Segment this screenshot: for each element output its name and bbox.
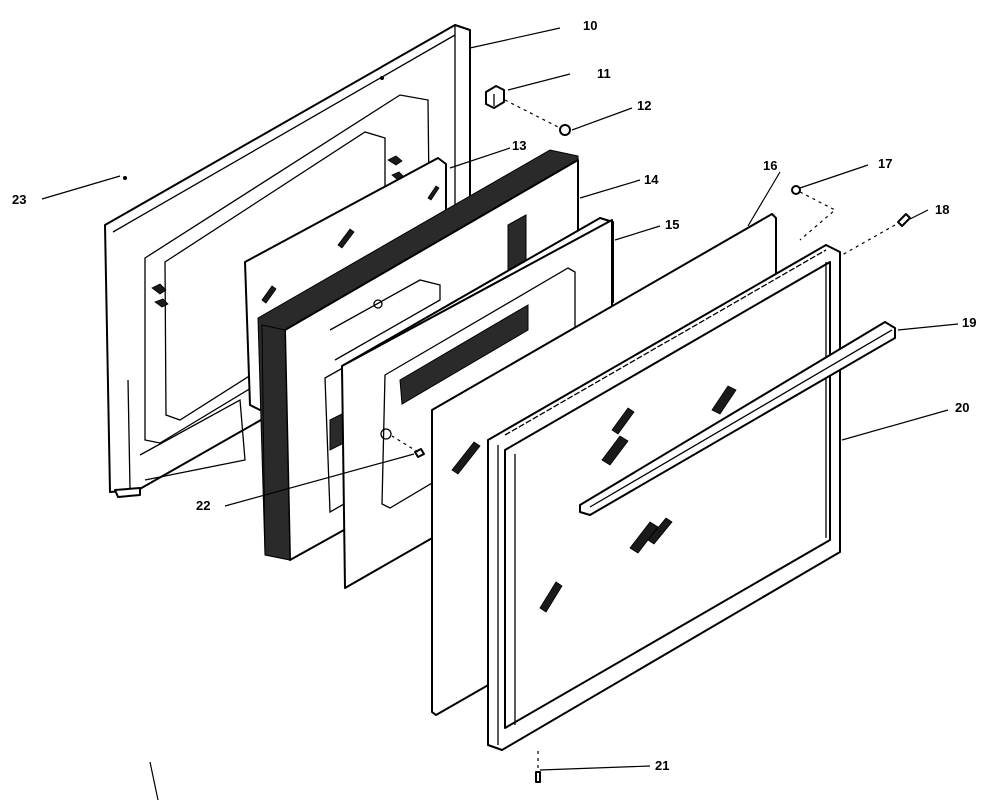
callout-14: 14 <box>644 172 659 187</box>
callout-19: 19 <box>962 315 976 330</box>
outer-door-frame <box>487 244 841 751</box>
screw-18 <box>841 213 911 256</box>
door-handle <box>579 321 896 516</box>
callout-16: 16 <box>763 158 777 173</box>
callout-18: 18 <box>935 202 949 217</box>
vent-slots <box>504 249 827 436</box>
callout-labels: 10 11 12 13 14 15 16 17 18 19 20 21 22 2… <box>12 18 976 773</box>
callout-10: 10 <box>583 18 597 33</box>
screw-21 <box>535 748 541 783</box>
hinge-clip <box>485 85 505 109</box>
leader-lines <box>41 27 959 801</box>
screw-22 <box>391 435 425 458</box>
screw-17 <box>791 185 837 241</box>
callout-12: 13 <box>512 138 526 153</box>
callout-20: 20 <box>955 400 969 415</box>
callout-11: 11 <box>597 66 611 81</box>
callout-22: 22 <box>196 498 210 513</box>
hinge-pin <box>504 99 571 136</box>
callout-21: 21 <box>655 758 669 773</box>
callout-23: 23 <box>12 192 26 207</box>
callout-17: 17 <box>878 156 892 171</box>
callout-13: 12 <box>637 98 651 113</box>
callout-15: 15 <box>665 217 679 232</box>
